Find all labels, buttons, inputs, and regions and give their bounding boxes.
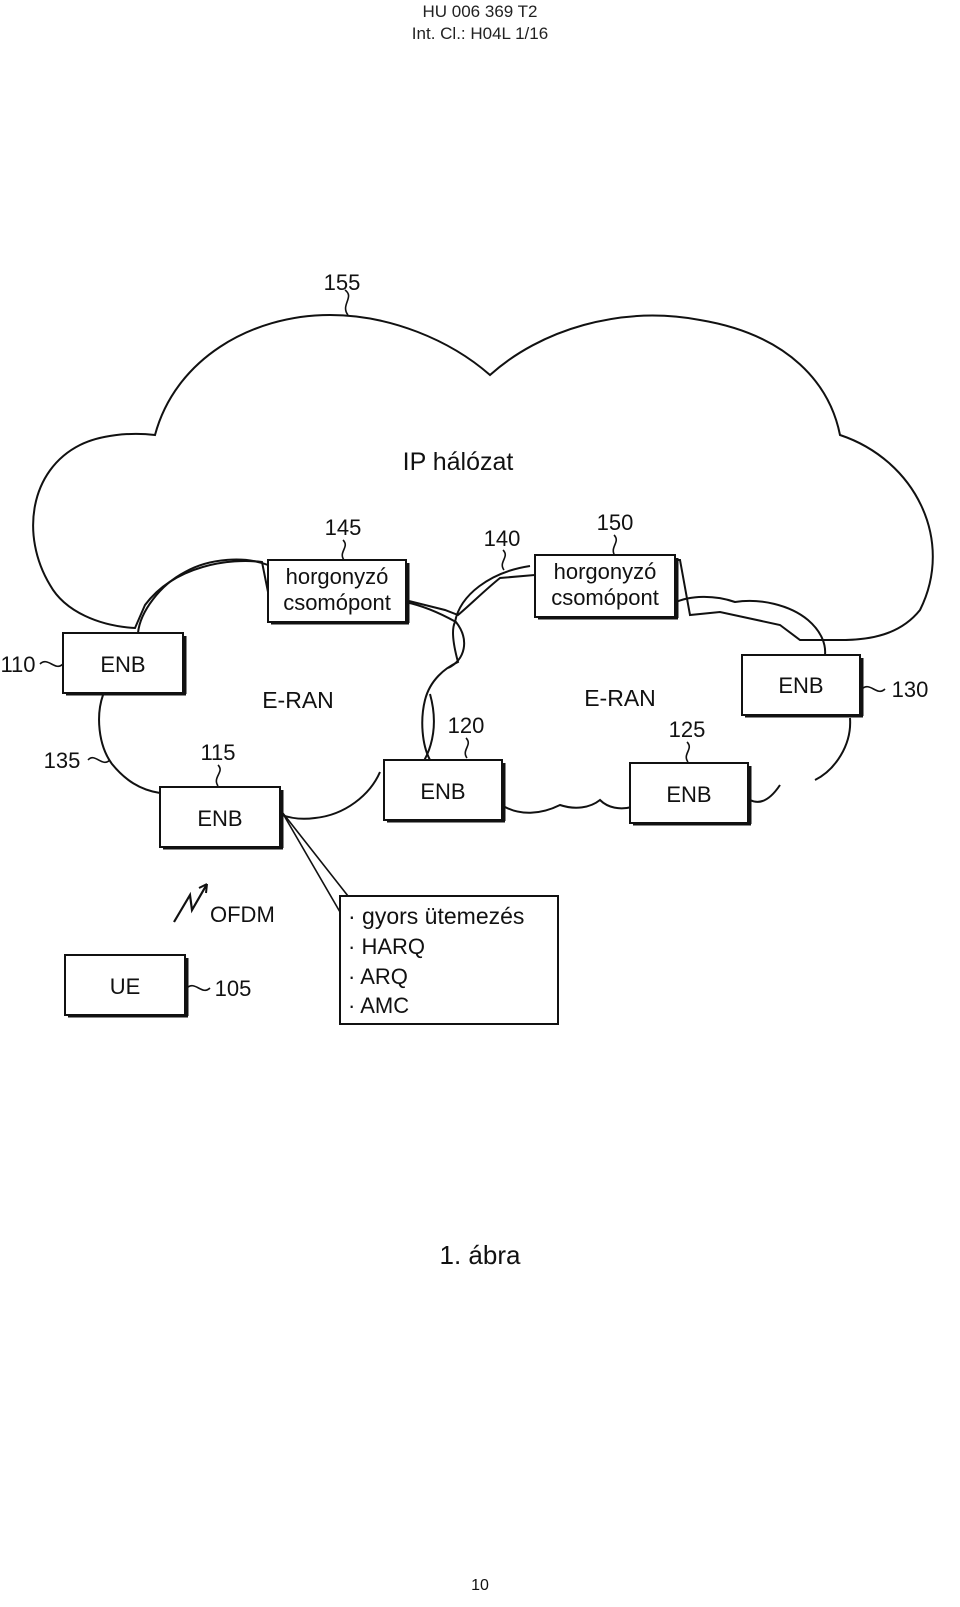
lightning-icon (173, 883, 208, 923)
ref-130: 130 (892, 677, 929, 702)
enb-110-label: ENB (100, 652, 145, 677)
enb-120: ENB (383, 759, 506, 823)
enb-120-label: ENB (420, 779, 465, 804)
enb-125: ENB (629, 762, 752, 826)
eran-right-label: E-RAN (584, 685, 656, 711)
page-number: 10 (471, 1577, 489, 1594)
anchor-left-line2: csomópont (283, 590, 391, 615)
ofdm-label: OFDM (210, 902, 275, 927)
ref-145: 145 (325, 515, 362, 540)
ue-label: UE (110, 974, 141, 999)
ref-150: 150 (597, 510, 634, 535)
anchor-node-right: horgonyzó csomópont (534, 554, 679, 620)
anchor-right-line1: horgonyzó (554, 559, 657, 584)
ref-120: 120 (448, 713, 485, 738)
ip-network-cloud (32, 313, 934, 641)
eran-left-label: E-RAN (262, 687, 334, 713)
network-diagram: horgonyzó csomópont horgonyzó csomópont … (0, 270, 934, 1025)
anchor-right-line2: csomópont (551, 585, 659, 610)
enb-130-label: ENB (778, 673, 823, 698)
ref-105: 105 (215, 976, 252, 1001)
enb-125-label: ENB (666, 782, 711, 807)
ref-155: 155 (324, 270, 361, 295)
enb-130: ENB (741, 654, 864, 718)
ref-115: 115 (200, 740, 235, 765)
enb-115-label: ENB (197, 806, 242, 831)
patent-number: HU 006 369 T2 (422, 2, 538, 21)
ref-125: 125 (669, 717, 706, 742)
enb-110: ENB (62, 632, 187, 696)
ref-140: 140 (484, 526, 521, 551)
eran-right-cloud (421, 565, 852, 814)
feature-box: · gyors ütemezés · HARQ · ARQ · AMC (339, 895, 559, 1025)
ue-box: UE (64, 954, 189, 1018)
anchor-node-left: horgonyzó csomópont (267, 559, 410, 625)
ip-network-label: IP hálózat (403, 448, 514, 476)
feature-item: · HARQ (348, 934, 425, 959)
classification: Int. Cl.: H04L 1/16 (411, 24, 549, 43)
ref-110: 110 (0, 652, 35, 677)
anchor-left-line1: horgonyzó (286, 564, 389, 589)
enb-115: ENB (159, 786, 284, 850)
feature-item: · AMC (348, 993, 409, 1018)
ref-135: 135 (44, 748, 81, 773)
figure-caption: 1. ábra (439, 1240, 521, 1270)
feature-item: · gyors ütemezés (348, 903, 524, 929)
feature-item: · ARQ (348, 964, 408, 989)
